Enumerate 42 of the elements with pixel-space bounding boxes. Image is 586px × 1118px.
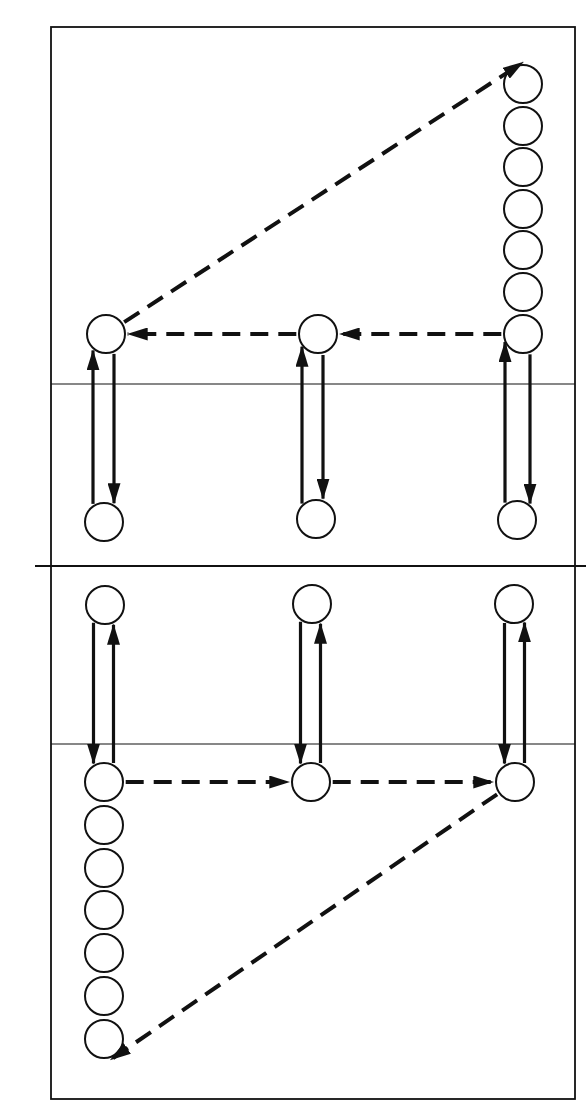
player-marker — [292, 584, 332, 624]
dashed-arrow — [332, 775, 495, 789]
player-marker — [503, 106, 543, 146]
dashed-arrow — [109, 792, 499, 1062]
dashed-arrow — [338, 327, 502, 341]
player-marker — [497, 500, 537, 540]
player-marker — [296, 499, 336, 539]
dashed-arrow — [123, 60, 525, 324]
player-marker — [291, 762, 331, 802]
dashed-arrow — [125, 775, 291, 789]
player-marker — [503, 64, 543, 104]
arrow — [86, 349, 100, 504]
player-marker — [86, 314, 126, 354]
arrow — [295, 345, 309, 504]
arrow — [316, 355, 330, 500]
player-marker — [84, 848, 124, 888]
arrow — [107, 623, 120, 763]
arrow — [498, 623, 511, 765]
player-marker — [503, 314, 543, 354]
player-marker — [84, 1019, 124, 1059]
arrow — [518, 621, 531, 763]
arrow — [87, 622, 100, 765]
arrow — [294, 621, 307, 765]
player-marker — [84, 976, 124, 1016]
player-marker — [85, 585, 125, 625]
player-marker — [495, 762, 535, 802]
player-marker — [84, 762, 124, 802]
player-marker — [84, 502, 124, 542]
player-marker — [84, 890, 124, 930]
player-marker — [84, 933, 124, 973]
player-marker — [503, 189, 543, 229]
dashed-arrow — [126, 327, 297, 341]
arrow — [498, 341, 512, 503]
player-marker — [84, 805, 124, 845]
player-marker — [503, 272, 543, 312]
player-marker — [503, 230, 543, 270]
player-marker — [503, 147, 543, 187]
player-marker — [494, 584, 534, 624]
arrow — [314, 622, 327, 763]
player-marker — [298, 314, 338, 354]
arrow — [523, 354, 537, 505]
arrow — [107, 353, 121, 505]
